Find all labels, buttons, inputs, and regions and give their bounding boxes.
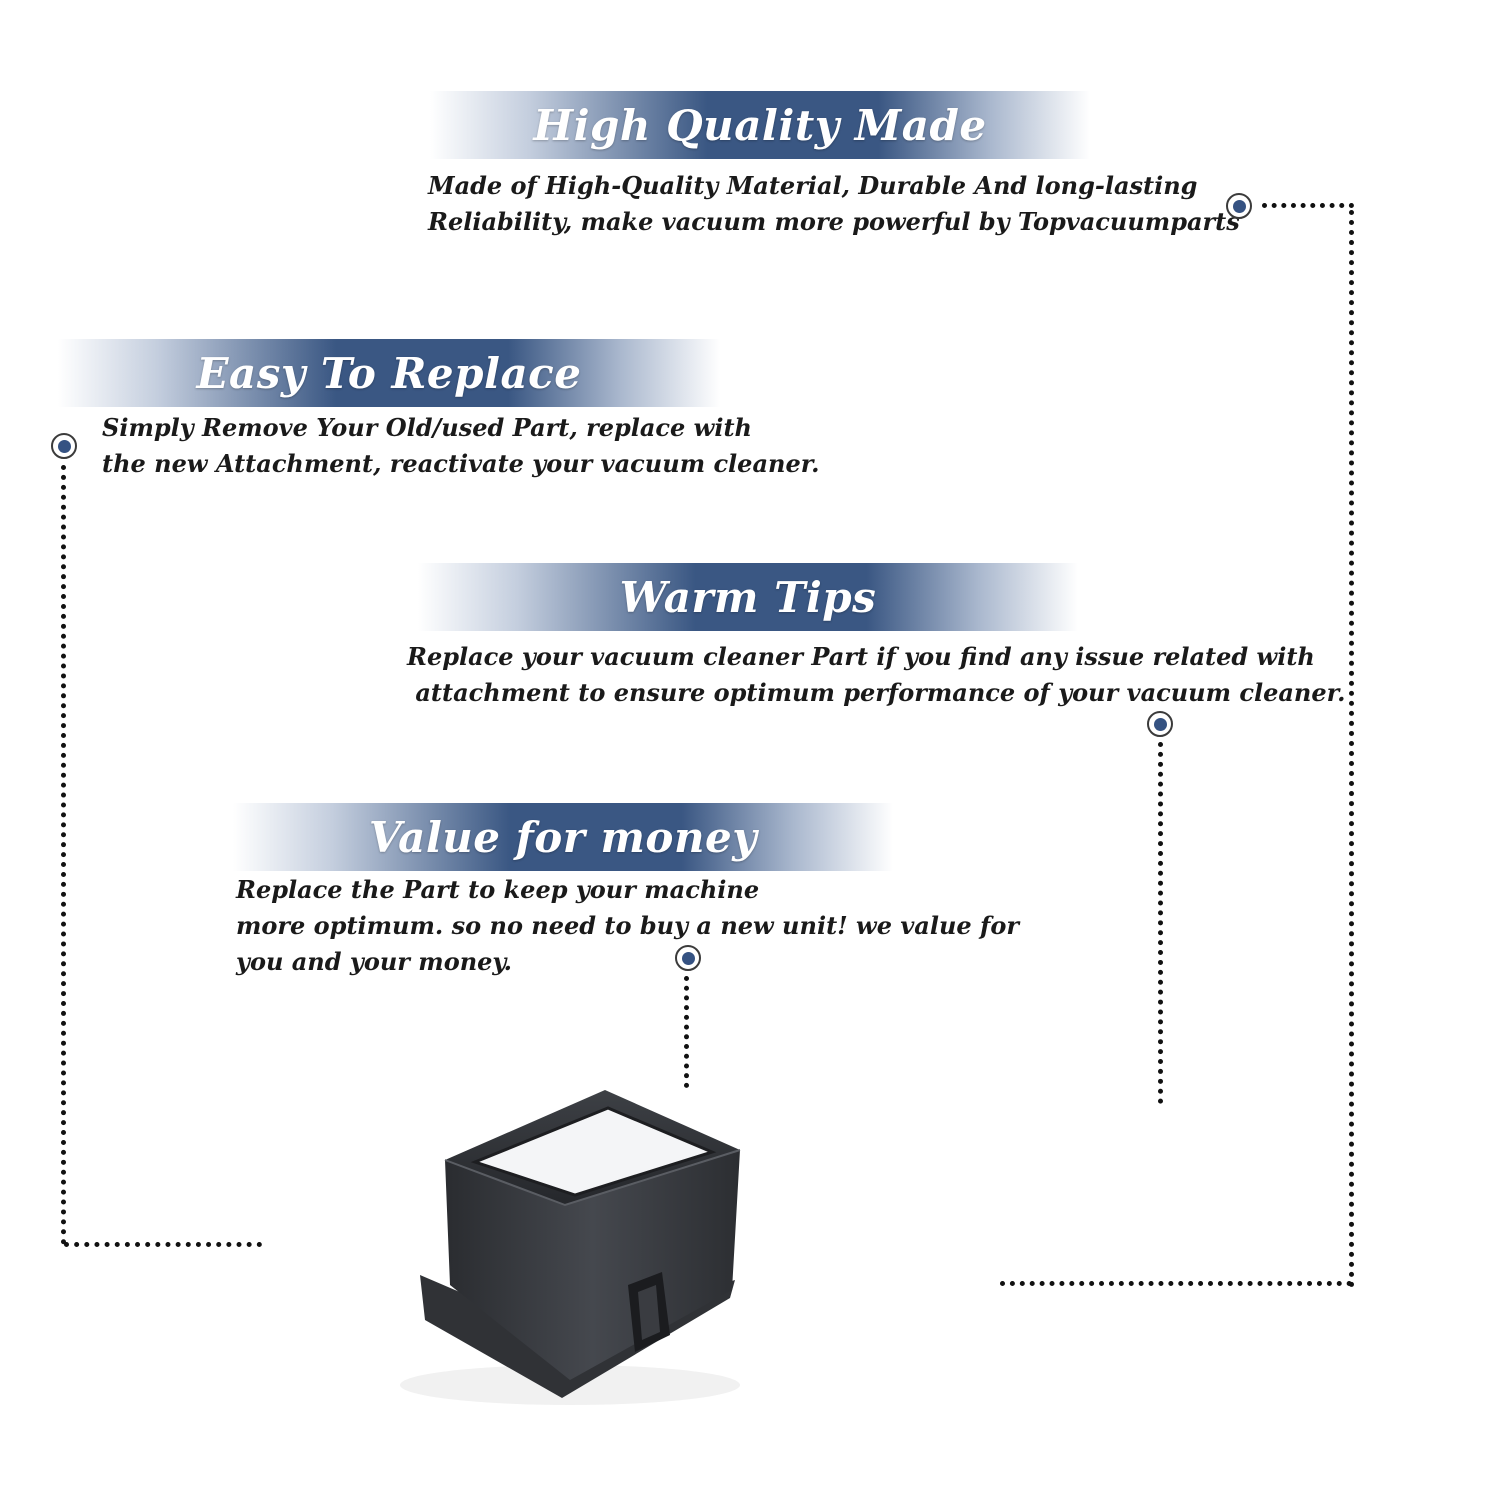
description-line: the new Attachment, reactivate your vacu…	[102, 449, 820, 478]
description-line: more optimum. so no need to buy a new un…	[236, 911, 1019, 940]
dotted-connector	[1158, 742, 1168, 1104]
banner-warm-tips: Warm Tips	[418, 563, 1078, 631]
dotted-connector	[1000, 1281, 1352, 1291]
bullet-dot-icon	[1147, 711, 1173, 737]
banner-value-money: Value for money	[233, 803, 893, 871]
section-description: Simply Remove Your Old/used Part, replac…	[102, 410, 820, 482]
banner-easy-replace: Easy To Replace	[58, 339, 720, 407]
section-description: Replace your vacuum cleaner Part if you …	[407, 639, 1345, 711]
description-line: Made of High-Quality Material, Durable A…	[428, 171, 1198, 200]
section-title: Warm Tips	[619, 572, 877, 622]
dotted-connector	[1349, 210, 1359, 1288]
description-line: Simply Remove Your Old/used Part, replac…	[102, 413, 752, 442]
dotted-connector	[684, 976, 694, 1088]
description-line: Replace your vacuum cleaner Part if you …	[407, 642, 1315, 671]
section-title: High Quality Made	[533, 100, 987, 150]
section-description: Replace the Part to keep your machine mo…	[236, 872, 1019, 980]
dotted-connector	[61, 465, 71, 1245]
section-title: Value for money	[368, 812, 758, 862]
bullet-dot-icon	[675, 945, 701, 971]
dotted-connector	[64, 1242, 262, 1252]
description-line: Replace the Part to keep your machine	[236, 875, 760, 904]
banner-high-quality: High Quality Made	[430, 91, 1090, 159]
dotted-connector	[1262, 203, 1354, 213]
description-line: attachment to ensure optimum performance…	[407, 678, 1346, 707]
bullet-dot-icon	[1226, 193, 1252, 219]
vacuum-filter-icon	[400, 1090, 741, 1405]
description-line: you and your money.	[236, 947, 512, 976]
section-title: Easy To Replace	[196, 348, 582, 398]
section-description: Made of High-Quality Material, Durable A…	[428, 168, 1240, 240]
description-line: Reliability, make vacuum more powerful b…	[428, 207, 1240, 236]
bullet-dot-icon	[51, 433, 77, 459]
